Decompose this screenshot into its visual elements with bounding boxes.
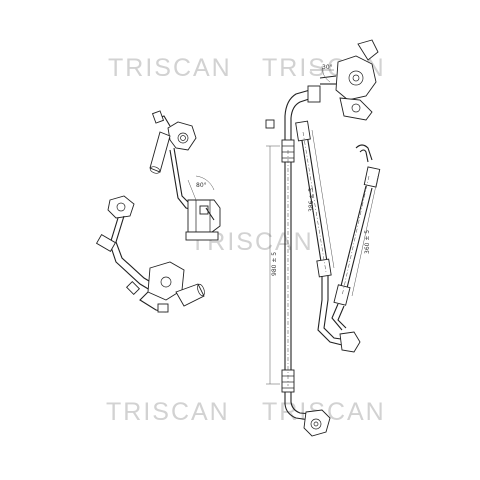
watermark-bottom-left: TRISCAN: [106, 398, 230, 426]
watermark-top-left: TRISCAN: [108, 54, 232, 82]
right-hose: [331, 144, 381, 331]
long-hose: [265, 85, 331, 437]
dim-right-label: 360 ± 5: [364, 229, 371, 254]
angle-top-label: 30°: [322, 64, 333, 71]
angle-mid-label: 80°: [196, 182, 207, 189]
dim-long-left-label: 980 ± 5: [271, 251, 278, 276]
top-right-fitting: [310, 39, 379, 121]
dim-center-label: 386 ± 5: [308, 187, 315, 212]
left-hose-assembly: [95, 110, 221, 313]
center-hose: [295, 120, 361, 353]
